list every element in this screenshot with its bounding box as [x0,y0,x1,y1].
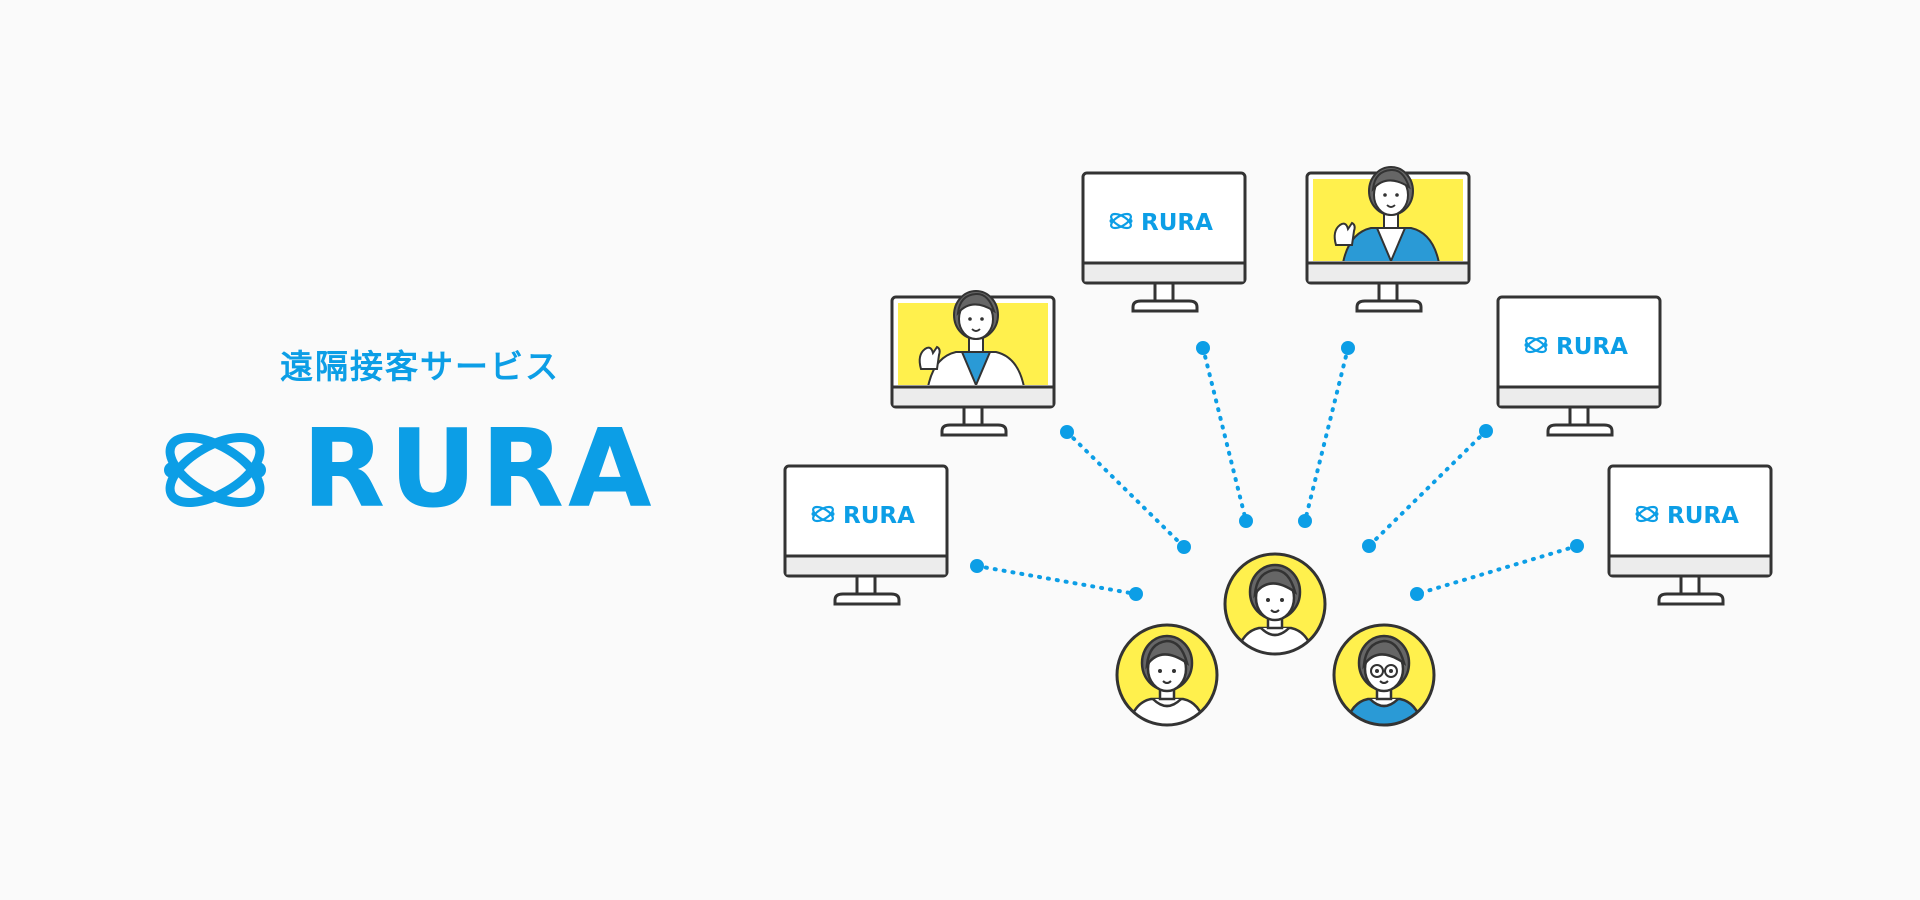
screen-logo: RURA [1522,334,1628,360]
connection-line [1196,341,1253,528]
presenter-person [918,290,1025,385]
brand-block: 遠隔接客サービス RURA [150,340,660,524]
connection-line [1298,341,1355,528]
customer-avatar [1332,623,1436,727]
connection-line [1362,424,1493,553]
screen-logo: RURA [809,503,915,529]
monitor [1305,166,1471,313]
monitor: RURA [783,464,949,606]
glasses-icon [1370,664,1398,678]
screen-logo-text: RURA [1667,503,1739,529]
tagline: 遠隔接客サービス [280,347,560,386]
screen-logo: RURA [1107,210,1213,236]
presenter-person [1333,166,1440,261]
monitor: RURA [1081,171,1247,313]
monitor [890,290,1056,437]
monitor: RURA [1496,295,1662,437]
customer-avatar [1115,623,1219,727]
screen-logo-text: RURA [1556,334,1628,360]
customer-avatars [1115,552,1436,727]
connection-line [970,559,1143,601]
connection-line [1060,425,1191,554]
monitors: RURA RURA RURA RURA [783,166,1773,606]
connection-lines [970,341,1584,601]
orbit-logo-icon [164,432,266,508]
connection-line [1410,539,1584,601]
screen-logo: RURA [1633,503,1739,529]
monitor: RURA [1607,464,1773,606]
customer-avatar [1223,552,1327,656]
screen-logo-text: RURA [843,503,915,529]
screen-logo-text: RURA [1141,210,1213,236]
logo: RURA [150,416,660,524]
logo-text: RURA [302,407,656,532]
